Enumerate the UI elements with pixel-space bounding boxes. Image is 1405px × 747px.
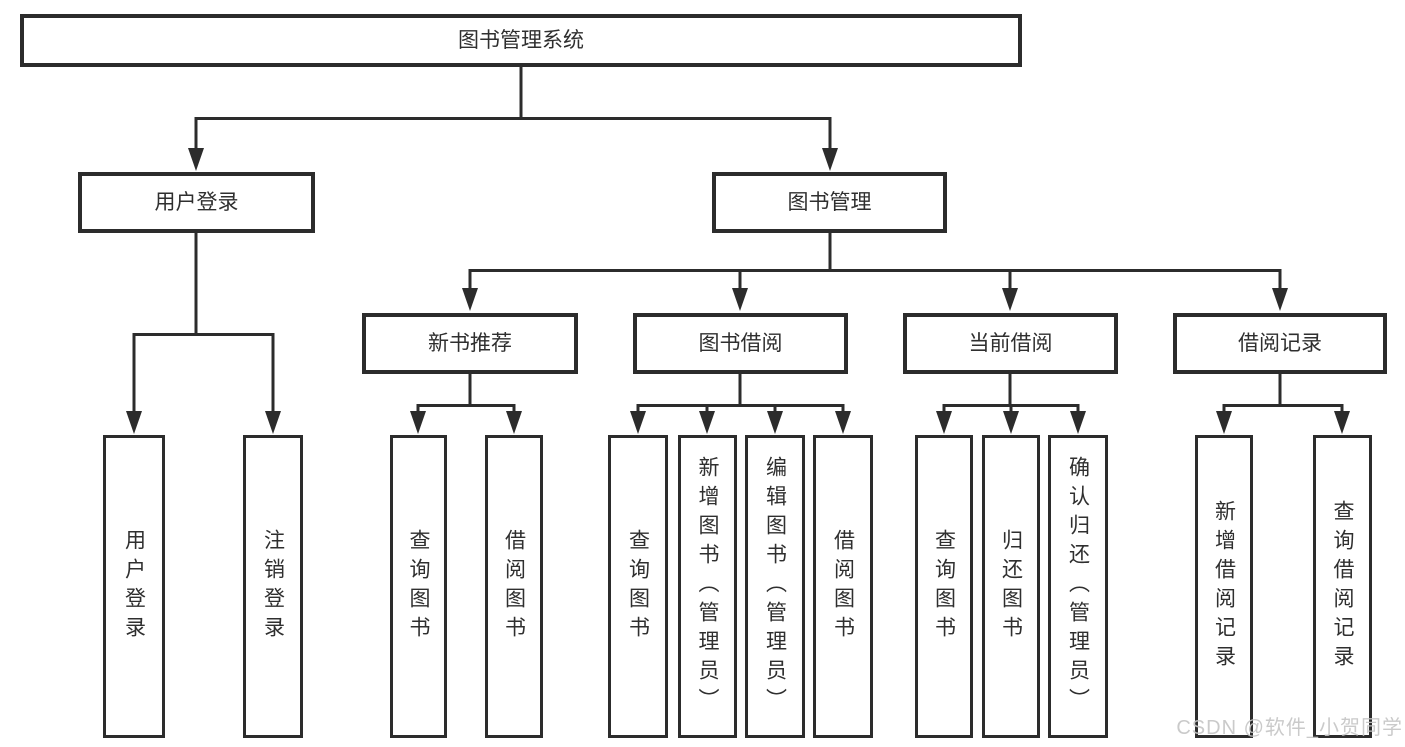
node-label: 归还图书	[999, 528, 1023, 645]
node-label: 确认归还（管理员）	[1066, 456, 1090, 717]
leaf-edit-books-admin: 编辑图书（管理员）	[745, 435, 805, 738]
node-label: 新增图书（管理员）	[696, 456, 719, 717]
node-user-login: 用户登录	[78, 172, 315, 233]
leaf-confirm-return-admin: 确认归还（管理员）	[1048, 435, 1108, 738]
node-label: 查询图书	[626, 528, 650, 645]
leaf-query-books-borrow: 查询图书	[608, 435, 668, 738]
node-label: 图书管理	[787, 191, 872, 214]
leaf-query-books-current: 查询图书	[915, 435, 973, 738]
node-label: 当前借阅	[968, 332, 1053, 355]
node-label: 新书推荐	[428, 332, 512, 355]
node-label: 借阅图书	[831, 528, 855, 645]
watermark: CSDN @软件_小贺同学	[1176, 717, 1403, 739]
leaf-borrow-books-recommend: 借阅图书	[485, 435, 543, 738]
node-label: 新增借阅记录	[1212, 499, 1236, 674]
node-book-borrowing: 图书借阅	[633, 313, 848, 374]
node-new-book-recommendation: 新书推荐	[362, 313, 578, 374]
node-label: 用户登录	[122, 528, 146, 645]
node-label: 图书管理系统	[458, 29, 584, 52]
node-label: 注销登录	[261, 528, 285, 645]
node-label: 查询图书	[407, 528, 430, 645]
node-label: 编辑图书（管理员）	[763, 456, 787, 717]
leaf-return-books: 归还图书	[982, 435, 1040, 738]
leaf-add-borrow-record: 新增借阅记录	[1195, 435, 1253, 738]
node-label: 查询借阅记录	[1331, 499, 1354, 674]
leaf-query-books-recommend: 查询图书	[390, 435, 447, 738]
node-label: 图书借阅	[698, 332, 783, 355]
node-label: 借阅图书	[502, 528, 526, 645]
node-current-borrowing: 当前借阅	[903, 313, 1118, 374]
leaf-user-login: 用户登录	[103, 435, 165, 738]
leaf-query-borrow-record: 查询借阅记录	[1313, 435, 1372, 738]
node-library-management-system: 图书管理系统	[20, 14, 1022, 67]
node-label: 借阅记录	[1238, 332, 1322, 355]
leaf-add-books-admin: 新增图书（管理员）	[678, 435, 737, 738]
leaf-logout: 注销登录	[243, 435, 303, 738]
node-borrowing-records: 借阅记录	[1173, 313, 1387, 374]
node-label: 用户登录	[154, 191, 239, 214]
leaf-borrow-books: 借阅图书	[813, 435, 873, 738]
node-label: 查询图书	[932, 528, 956, 645]
node-book-management: 图书管理	[712, 172, 947, 233]
